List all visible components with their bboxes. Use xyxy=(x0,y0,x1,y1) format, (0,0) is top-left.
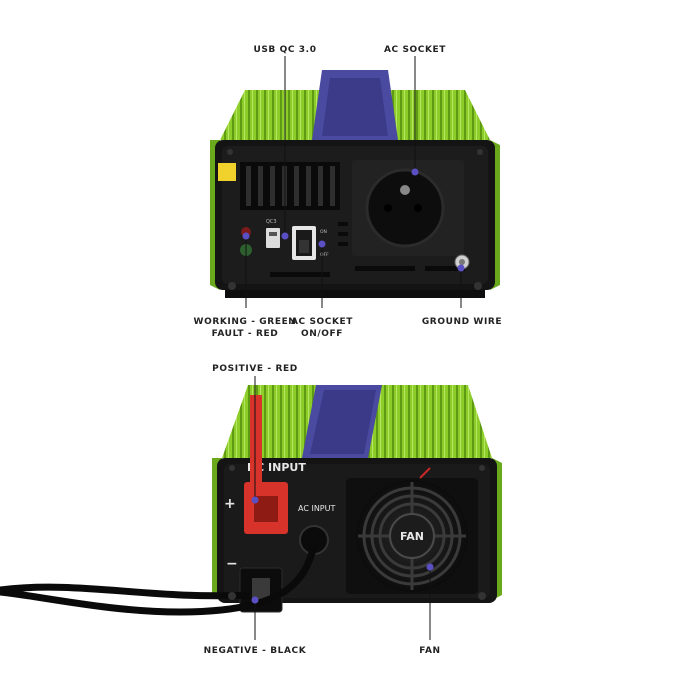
top-lower-vents xyxy=(270,222,465,277)
top-brand-band-inner xyxy=(322,78,388,136)
ac-socket xyxy=(365,168,445,248)
label-working-fault: WORKING - GREEN FAULT - RED xyxy=(193,317,297,339)
switch-on-label: ON xyxy=(320,229,327,235)
bottom-leader-lines xyxy=(251,376,434,640)
bottom-brand-band-inner xyxy=(310,390,376,454)
label-negative: NEGATIVE - BLACK xyxy=(203,646,307,656)
positive-cable xyxy=(250,395,262,485)
top-leader-lines xyxy=(242,56,465,308)
warning-sticker xyxy=(218,163,236,181)
ac-input-cable xyxy=(0,544,318,616)
label-fan: FAN xyxy=(419,646,441,656)
plus-sign: + xyxy=(224,496,236,512)
top-vent-slots xyxy=(240,162,340,210)
label-ground-wire: GROUND WIRE xyxy=(421,317,503,327)
label-ac-socket-onoff: AC SOCKET ON/OFF xyxy=(290,317,354,339)
minus-sign: − xyxy=(226,556,238,572)
negative-cable xyxy=(0,583,251,600)
socket-ground-pin xyxy=(400,185,410,195)
usb-port xyxy=(266,228,280,248)
label-usb-qc: USB QC 3.0 xyxy=(253,45,317,55)
socket-hole-right xyxy=(414,204,422,212)
switch-off-label: OFF xyxy=(320,252,329,258)
qc3-panel-label: QC3 xyxy=(266,219,277,225)
ac-input-text: AC INPUT xyxy=(298,504,335,513)
top-inverter: QC3 ON OFF xyxy=(210,70,500,298)
bottom-inverter: DC INPUT + − AC INPUT xyxy=(0,385,502,616)
fan-hub xyxy=(389,513,435,559)
fan-center-label: FAN xyxy=(400,530,424,543)
top-foot xyxy=(225,290,485,298)
label-ac-socket: AC SOCKET xyxy=(383,45,447,55)
socket-hole-left xyxy=(384,204,392,212)
label-positive: POSITIVE - RED xyxy=(212,364,298,374)
